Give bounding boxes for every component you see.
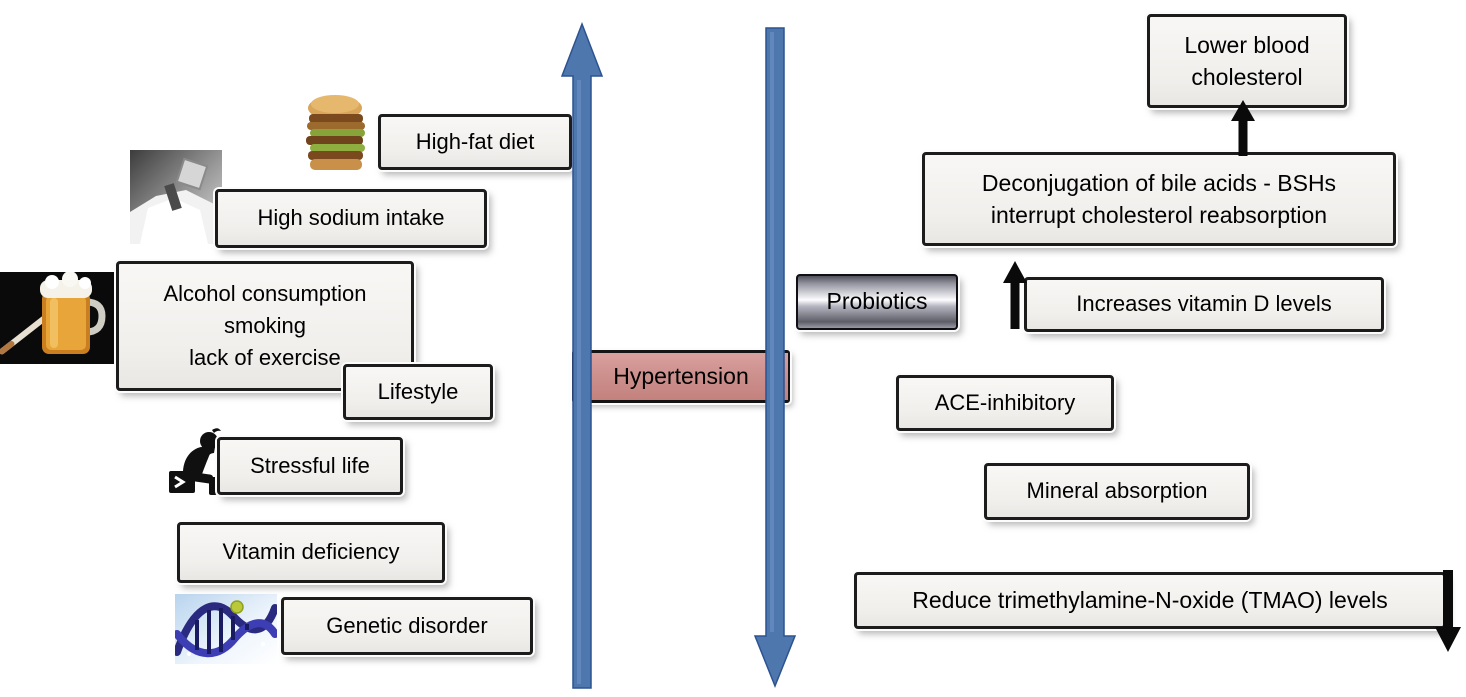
up-arrow-icon bbox=[1003, 261, 1027, 329]
probiotics-box: Probiotics bbox=[796, 274, 958, 330]
reduce-tmao-box: Reduce trimethylamine-N-oxide (TMAO) lev… bbox=[854, 572, 1446, 629]
salt-pile-image bbox=[130, 150, 222, 244]
risk-increase-arrow bbox=[560, 22, 604, 689]
vitamin-deficiency-box: Vitamin deficiency bbox=[177, 522, 445, 583]
beer-cigarette-image bbox=[0, 272, 118, 364]
stressed-person-icon bbox=[169, 428, 221, 495]
burger-image bbox=[306, 95, 365, 170]
stressful-life-box: Stressful life bbox=[217, 437, 403, 495]
lower-blood-cholesterol-box: Lower blood cholesterol bbox=[1147, 14, 1347, 108]
deconjugation-box: Deconjugation of bile acids - BSHs inter… bbox=[922, 152, 1396, 246]
increases-vitamin-d-box: Increases vitamin D levels bbox=[1024, 277, 1384, 332]
probiotic-lowering-arrow bbox=[753, 27, 797, 689]
lifestyle-box: Lifestyle bbox=[343, 364, 493, 420]
genetic-disorder-box: Genetic disorder bbox=[281, 597, 533, 655]
ace-inhibitory-box: ACE-inhibitory bbox=[896, 375, 1114, 431]
mineral-absorption-box: Mineral absorption bbox=[984, 463, 1250, 520]
down-arrow-icon bbox=[1435, 570, 1461, 652]
hypertension-box: Hypertension bbox=[572, 350, 790, 403]
dna-helix-image bbox=[175, 594, 277, 664]
high-sodium-intake-box: High sodium intake bbox=[215, 189, 487, 248]
high-fat-diet-box: High-fat diet bbox=[378, 114, 572, 170]
up-arrow-icon bbox=[1231, 100, 1255, 156]
